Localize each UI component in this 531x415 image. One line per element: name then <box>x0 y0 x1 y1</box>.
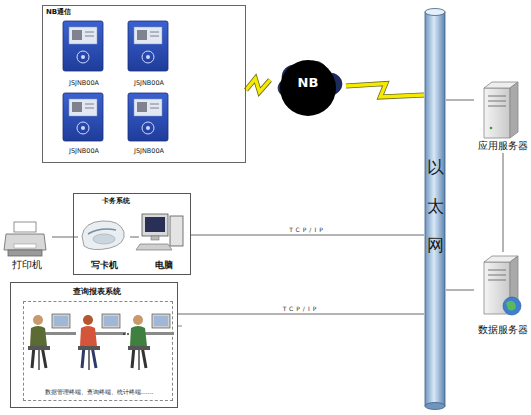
cylinder-base <box>425 403 445 410</box>
network-line <box>130 237 139 238</box>
edge-label: TCP/IP <box>289 226 326 233</box>
device-box: 打印机 <box>2 218 52 274</box>
device-box: 电脑 <box>139 211 189 271</box>
node-label: 查询报表系统 <box>73 287 163 297</box>
server-icon <box>484 82 518 138</box>
network-line <box>446 100 474 101</box>
network-cloud: NB <box>270 60 346 106</box>
server-icon <box>484 256 521 315</box>
network-line <box>52 237 78 238</box>
terminal-box: 数据管理终端、查询终端、统计终端…… <box>23 301 173 401</box>
node-label: 电脑 <box>139 260 189 271</box>
server-box: 数据服务器 <box>474 252 531 338</box>
nb-device-icon <box>128 21 168 71</box>
ethernet-bus: 以 太 网 <box>424 8 446 410</box>
line-path <box>446 100 474 101</box>
line-path <box>130 237 139 238</box>
edge-label: TCP/IP <box>283 305 320 312</box>
node-label: 打印机 <box>2 259 52 271</box>
device-box: JSJNB00A <box>56 19 112 91</box>
network-line <box>446 290 474 291</box>
group-box: 查询报表系统数据管理终端、查询终端、统计终端…… <box>10 282 178 408</box>
device-box: 写卡机 <box>78 213 130 271</box>
computer-icon <box>136 214 183 250</box>
node-label: JSJNB00A <box>121 80 177 88</box>
operator-figure <box>28 314 76 370</box>
device-box: JSJNB00A <box>121 19 177 91</box>
cylinder-body <box>425 12 445 406</box>
line-path <box>446 290 474 291</box>
bolt-fill <box>346 84 424 97</box>
device-box: JSJNB00A <box>56 91 112 159</box>
cylinder-top <box>425 9 445 16</box>
node-label: 数据服务器 <box>474 324 531 336</box>
operator-figure <box>128 314 174 370</box>
card-writer-icon <box>82 221 124 250</box>
node-label: 数据管理终端、查询终端、统计终端…… <box>24 388 174 396</box>
group-box: NB通信 JSJNB00A JSJNB00A JSJNB00A JSJNB00A <box>42 5 246 163</box>
node-label: JSJNB00A <box>121 148 177 156</box>
device-box: JSJNB00A <box>121 91 177 159</box>
node-label: JSJNB00A <box>56 80 112 88</box>
line-path <box>178 314 424 315</box>
nb-device-icon <box>63 21 103 71</box>
node-label: JSJNB00A <box>56 148 112 156</box>
node-label: 卡务系统 <box>102 197 162 205</box>
nb-device-icon <box>128 93 168 141</box>
node-label: 写卡机 <box>78 260 130 271</box>
group-box: 卡务系统写卡机电脑 <box>73 193 191 275</box>
line-path <box>191 235 424 236</box>
node-label: 应用服务器 <box>474 140 531 152</box>
wireless-link <box>246 79 270 92</box>
node-label: NB通信 <box>46 8 126 16</box>
bolt-outline <box>346 84 424 97</box>
bolt-outline <box>246 79 270 92</box>
network-line <box>503 153 504 252</box>
network-line <box>191 235 424 236</box>
node-label: 以 太 网 <box>424 148 446 265</box>
node-label: NB <box>270 75 346 91</box>
nb-device-icon <box>63 93 103 141</box>
wireless-link <box>346 84 424 97</box>
network-line <box>178 314 424 315</box>
operator-figure <box>78 314 126 370</box>
tick-mark <box>178 326 182 327</box>
server-box: 应用服务器 <box>474 78 531 153</box>
printer-icon <box>4 222 46 256</box>
line-path <box>503 153 504 252</box>
bolt-fill <box>246 79 270 92</box>
line-path <box>52 237 78 238</box>
